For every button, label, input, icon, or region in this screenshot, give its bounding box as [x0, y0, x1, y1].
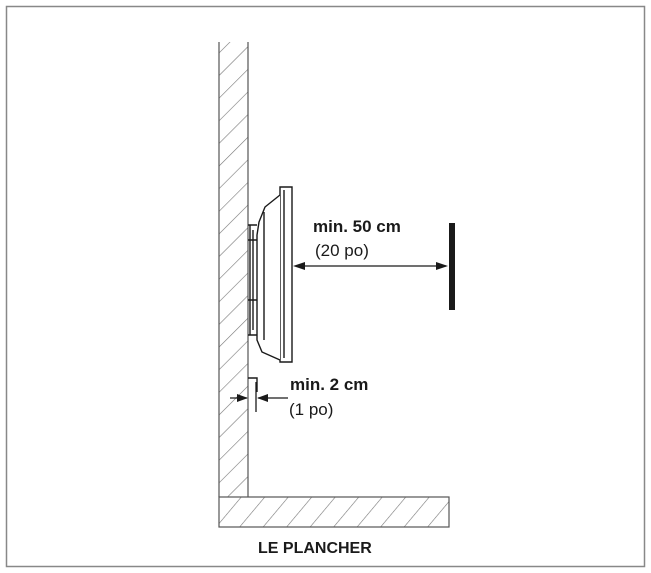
floor — [218, 496, 450, 528]
clearance-wall-imperial-label: (1 po) — [289, 400, 334, 419]
distance-arrow-50cm — [293, 262, 448, 270]
gap-arrow-2cm — [230, 382, 288, 412]
diagram-frame — [5, 5, 646, 568]
heater-unit — [248, 186, 293, 392]
clearance-front-imperial-label: (20 po) — [315, 241, 369, 260]
wall — [218, 42, 249, 497]
floor-label: LE PLANCHER — [258, 540, 372, 557]
obstacle-bar — [449, 223, 455, 310]
clearance-front-label: min. 50 cm — [313, 217, 401, 236]
clearance-wall-label: min. 2 cm — [290, 375, 369, 394]
